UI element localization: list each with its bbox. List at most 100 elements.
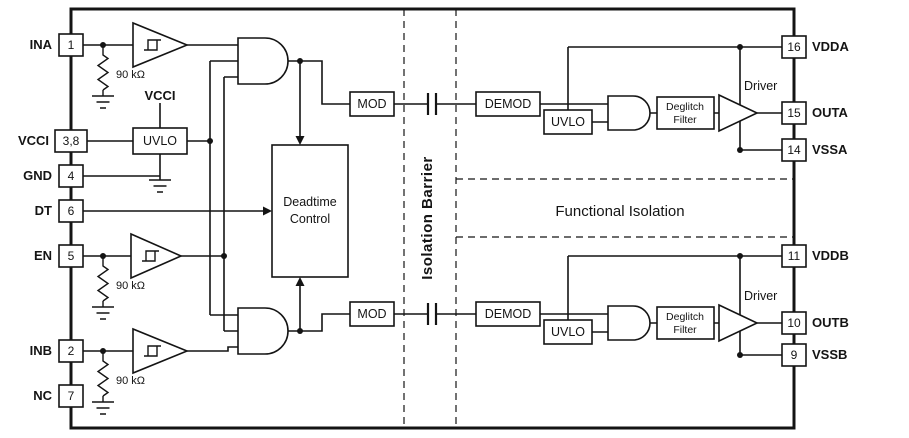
pin-label-vdda: VDDA bbox=[812, 39, 849, 54]
pin-label-dt: DT bbox=[35, 203, 52, 218]
arrowhead-dt bbox=[263, 206, 272, 216]
uvlo-b-label: UVLO bbox=[551, 325, 585, 339]
pin-number-vcci: 3,8 bbox=[63, 134, 80, 148]
uvlo-input-block bbox=[132, 127, 188, 155]
arrowhead-deadtime-bottom bbox=[295, 277, 305, 286]
junction-dot bbox=[100, 42, 106, 48]
junction-dots bbox=[100, 42, 743, 358]
deglitch-filter-b-block bbox=[656, 306, 715, 340]
uvlo-b-block bbox=[543, 319, 593, 345]
deadtime-label-line1: Deadtime bbox=[283, 195, 337, 209]
junction-dot bbox=[221, 253, 227, 259]
deglitch-b-label-line2: Filter bbox=[673, 324, 697, 336]
schmitt-buffer-icons bbox=[130, 21, 190, 375]
pin-number-outa: 15 bbox=[787, 106, 801, 120]
mod-b-block bbox=[349, 301, 395, 327]
pin-label-outb: OUTB bbox=[812, 315, 849, 330]
pin-label-vssa: VSSA bbox=[812, 142, 848, 157]
resistor-en bbox=[96, 256, 110, 302]
pin-box-vssb bbox=[781, 343, 807, 367]
pin-box-vdda bbox=[781, 35, 807, 59]
pin-label-vcci: VCCI bbox=[18, 133, 49, 148]
resistor-inb bbox=[96, 351, 110, 397]
wire-channel-a bbox=[540, 46, 782, 151]
pin-label-en: EN bbox=[34, 248, 52, 263]
pin-box-outa bbox=[781, 101, 807, 125]
deglitch-filter-a-block bbox=[656, 96, 715, 130]
pin-number-nc: 7 bbox=[68, 389, 75, 403]
junction-dot bbox=[737, 147, 743, 153]
pin-box-vssa bbox=[781, 138, 807, 162]
resistor-ina bbox=[96, 45, 110, 91]
wire-center-network bbox=[288, 60, 476, 332]
deadtime-label-line2: Control bbox=[290, 212, 330, 226]
pin-number-vssa: 14 bbox=[787, 143, 801, 157]
wire-channel-b bbox=[540, 255, 782, 356]
junction-dot bbox=[737, 352, 743, 358]
functional-isolation-lines bbox=[456, 178, 794, 238]
resistor-en-value: 90 kΩ bbox=[116, 280, 145, 292]
deglitch-a-label-line1: Deglitch bbox=[666, 101, 704, 113]
wire-left-network bbox=[83, 44, 263, 352]
driver-triangle-icons bbox=[718, 93, 759, 343]
deadtime-control-block bbox=[271, 144, 349, 278]
driver-b-label: Driver bbox=[744, 289, 777, 303]
functional-isolation-label: Functional Isolation bbox=[555, 203, 684, 220]
junction-dot bbox=[297, 328, 303, 334]
pin-number-vddb: 11 bbox=[788, 249, 801, 263]
pin-box-vddb bbox=[781, 244, 807, 268]
mod-b-label: MOD bbox=[357, 307, 386, 321]
pin-box-nc bbox=[58, 384, 84, 408]
ground-icons bbox=[92, 90, 171, 415]
pin-number-vssb: 9 bbox=[791, 348, 798, 362]
pin-number-inb: 2 bbox=[68, 344, 75, 358]
pin-box-outb bbox=[781, 311, 807, 335]
pin-label-gnd: GND bbox=[23, 168, 52, 183]
hysteresis-icons bbox=[142, 39, 161, 357]
pin-number-outb: 10 bbox=[787, 316, 801, 330]
pin-box-en bbox=[58, 244, 84, 268]
demod-a-block bbox=[475, 91, 541, 117]
pin-box-dt bbox=[58, 199, 84, 223]
pin-label-vddb: VDDB bbox=[812, 248, 849, 263]
junction-dot bbox=[737, 253, 743, 259]
pin-number-en: 5 bbox=[68, 249, 75, 263]
mod-a-block bbox=[349, 91, 395, 117]
mod-a-label: MOD bbox=[357, 97, 386, 111]
junction-dot bbox=[100, 253, 106, 259]
uvlo-a-label: UVLO bbox=[551, 115, 585, 129]
wires bbox=[83, 44, 782, 356]
pin-number-dt: 6 bbox=[68, 204, 75, 218]
deglitch-b-label-line1: Deglitch bbox=[666, 311, 704, 323]
pins-right: 16 VDDA 15 OUTA 14 VSSA 11 VDDB 10 OUTB … bbox=[781, 35, 849, 367]
demod-a-label: DEMOD bbox=[485, 97, 532, 111]
isolation-barrier-label: Isolation Barrier bbox=[419, 156, 436, 280]
pins-left: INA 1 VCCI 3,8 GND 4 DT 6 EN 5 INB 2 NC … bbox=[18, 33, 88, 408]
capacitor-icons bbox=[426, 93, 438, 325]
and-gate-icons bbox=[237, 37, 651, 355]
demod-b-block bbox=[475, 301, 541, 327]
pin-label-nc: NC bbox=[33, 388, 52, 403]
isolation-barrier-lines bbox=[403, 9, 457, 428]
pin-label-outa: OUTA bbox=[812, 105, 848, 120]
pin-number-gnd: 4 bbox=[68, 169, 75, 183]
uvlo-a-block bbox=[543, 109, 593, 135]
pin-label-inb: INB bbox=[30, 343, 52, 358]
arrowhead-deadtime-top bbox=[295, 136, 305, 145]
pin-label-ina: INA bbox=[30, 37, 53, 52]
pin-box-gnd bbox=[58, 164, 84, 188]
uvlo-input-label: UVLO bbox=[143, 134, 177, 148]
pin-number-ina: 1 bbox=[68, 38, 75, 52]
vcci-internal-label: VCCI bbox=[144, 88, 175, 103]
driver-a-label: Driver bbox=[744, 79, 777, 93]
pin-label-vssb: VSSB bbox=[812, 347, 847, 362]
junction-dot bbox=[297, 58, 303, 64]
junction-dot bbox=[737, 44, 743, 50]
pin-box-ina bbox=[58, 33, 84, 57]
resistor-ina-value: 90 kΩ bbox=[116, 69, 145, 81]
resistor-inb-value: 90 kΩ bbox=[116, 375, 145, 387]
deglitch-a-label-line2: Filter bbox=[673, 114, 697, 126]
junction-dot bbox=[207, 138, 213, 144]
